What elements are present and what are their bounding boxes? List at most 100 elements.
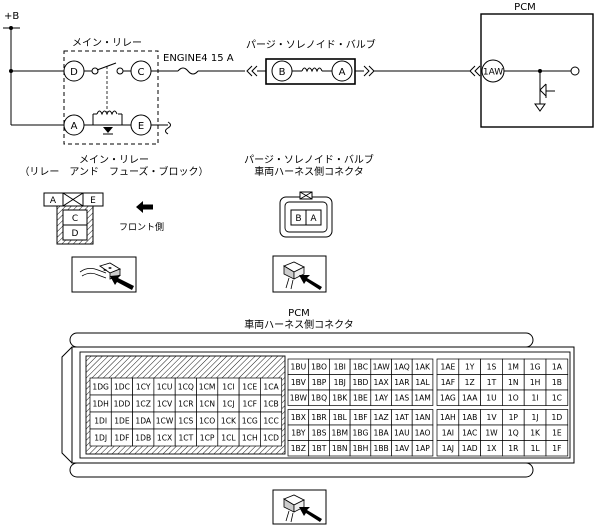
svg-text:A: A xyxy=(71,121,78,132)
pcm-pin-label: 1CJ xyxy=(222,399,234,408)
pcm-pin-1bl: 1BL xyxy=(329,409,351,426)
pcm-pin-label: 1CW xyxy=(156,416,174,425)
pcm-pin-1aw: 1AW xyxy=(370,358,392,375)
pcm-pin-label: 1BT xyxy=(312,444,327,453)
pcm-pin-1c: 1C xyxy=(545,389,569,406)
pcm-pin-label: 1BP xyxy=(312,378,327,387)
valve-caption-line1: パージ・ソレノイド・バルブ xyxy=(244,153,374,166)
pcm-transistor-circuit xyxy=(504,66,580,112)
relay-conn-pin-a: A xyxy=(50,196,57,206)
pcm-pin-label: 1AF xyxy=(441,378,455,387)
pcm-pin-1dh: 1DH xyxy=(89,394,112,413)
pcm-pin-1bn: 1BN xyxy=(329,440,351,457)
pcm-pin-label: 1BZ xyxy=(291,444,306,453)
pcm-pin-1bi: 1BI xyxy=(329,358,351,375)
svg-text:A: A xyxy=(339,67,346,78)
main-relay-outline xyxy=(63,50,159,145)
pcm-pin-label: 1CR xyxy=(178,399,194,408)
pcm-pin-label: 1BJ xyxy=(334,378,346,387)
pcm-pin-1e: 1E xyxy=(545,424,569,441)
pcm-pin-1cd: 1CD xyxy=(260,428,283,447)
front-side-label: フロント側 xyxy=(119,221,164,233)
pcm-pin-label: 1AH xyxy=(440,413,456,422)
valve-terminal-b: B xyxy=(271,60,293,82)
pcm-pin-label: 1CQ xyxy=(178,382,194,391)
pcm-pin-label: 1CG xyxy=(242,416,258,425)
pcm-pin-1bz: 1BZ xyxy=(287,440,310,457)
pcm-pin-1bd: 1BD xyxy=(349,374,372,391)
pcm-pin-label: 1AU xyxy=(394,429,410,438)
valve-caption-line2: 車両ハーネス側コネクタ xyxy=(254,165,364,178)
relay-terminal-a: A xyxy=(63,114,85,136)
pcm-pin-label: 1DD xyxy=(114,399,131,408)
pcm-pin-1az: 1AZ xyxy=(370,409,392,426)
pcm-pin-1af: 1AF xyxy=(436,374,460,391)
pcm-pin-1db: 1DB xyxy=(132,428,155,447)
pcm-pin-label: 1AR xyxy=(394,378,410,387)
pcm-pin-1cl: 1CL xyxy=(217,428,240,447)
pcm-pin-label: 1AS xyxy=(394,394,409,403)
pcm-pin-label: 1CC xyxy=(263,416,278,425)
pcm-pin-label: 1BU xyxy=(291,363,307,372)
valve-solenoid-coil xyxy=(292,67,332,73)
valve-connector-chevron-left xyxy=(246,65,266,77)
fuse-symbol xyxy=(151,67,245,75)
pcm-pin-1cv: 1CV xyxy=(153,394,176,413)
pcm-pin-label: 1BA xyxy=(374,429,390,438)
pcm-pin-1o: 1O xyxy=(502,389,525,406)
pcm-pin-1da: 1DA xyxy=(132,411,155,430)
pcm-pin-1bw: 1BW xyxy=(287,389,310,406)
pcm-pin-label: 1BM xyxy=(331,429,348,438)
pcm-pin-label: 1AK xyxy=(415,363,431,372)
pcm-pin-label: 1AJ xyxy=(442,444,454,453)
pcm-pin-1df: 1DF xyxy=(110,428,133,447)
pcm-connector-chevron xyxy=(469,65,481,77)
pcm-pin-label: 1CX xyxy=(157,433,172,442)
pcm-pin-label: 1CB xyxy=(263,399,278,408)
pcm-pin-label: 1I xyxy=(532,394,539,403)
pcm-pin-label: 1J xyxy=(532,413,539,422)
fuse-label: ENGINE4 15 A xyxy=(163,53,234,64)
pcm-pin-1ao: 1AO xyxy=(411,424,434,441)
pcm-pin-label: 1AW xyxy=(373,363,391,372)
pcm-pin-1di: 1DI xyxy=(89,411,112,430)
pcm-pin-1ab: 1AB xyxy=(458,409,481,426)
pcm-pin-label: 1DC xyxy=(114,382,130,391)
pcm-pin-label: 1BN xyxy=(332,444,348,453)
pcm-label: PCM xyxy=(514,2,536,13)
pcm-pin-label: 1X xyxy=(486,444,496,453)
svg-text:1AW: 1AW xyxy=(483,68,503,78)
pcm-pin-label: 1AQ xyxy=(394,363,410,372)
pcm-pin-1cb: 1CB xyxy=(260,394,283,413)
pcm-pin-label: 1CP xyxy=(200,433,215,442)
pcm-pin-1j: 1J xyxy=(523,409,547,426)
pcm-pin-1aj: 1AJ xyxy=(436,440,460,457)
pcm-pin-label: 1CN xyxy=(199,399,215,408)
pcm-pin-label: 1CT xyxy=(178,433,193,442)
pcm-pin-label: 1V xyxy=(486,413,497,422)
pcm-pin-1bt: 1BT xyxy=(308,440,330,457)
pcm-pin-label: 1S xyxy=(487,363,497,372)
pcm-pin-1f: 1F xyxy=(545,440,569,457)
pcm-pin-label: 1AT xyxy=(395,413,409,422)
relay-ground-wire xyxy=(151,121,171,135)
pcm-pin-1cq: 1CQ xyxy=(174,377,197,396)
pcm-pin-label: 1BO xyxy=(311,363,327,372)
pcm-pin-label: 1CU xyxy=(157,382,173,391)
pcm-pin-label: 1Z xyxy=(465,378,475,387)
pcm-pin-label: 1DB xyxy=(135,433,151,442)
pcm-pin-1ac: 1AC xyxy=(458,424,481,441)
pcm-pin-label: 1AM xyxy=(414,394,431,403)
pcm-pin-label: 1CM xyxy=(199,382,216,391)
pcm-pin-1cy: 1CY xyxy=(132,377,155,396)
pcm-pin-1ai: 1AI xyxy=(436,424,460,441)
pcm-pin-label: 1CV xyxy=(157,399,173,408)
relay-connector-hand-illustration-icon xyxy=(71,256,137,293)
pcm-pin-1be: 1BE xyxy=(349,389,372,406)
relay-conn-pin-e: E xyxy=(90,196,96,206)
pcm-pin-1bs: 1BS xyxy=(308,424,330,441)
pcm-pin-1bu: 1BU xyxy=(287,358,310,375)
valve-conn-pin-b: B xyxy=(295,214,301,224)
pcm-pin-label: 1T xyxy=(487,378,497,387)
pcm-pin-label: 1O xyxy=(508,394,519,403)
